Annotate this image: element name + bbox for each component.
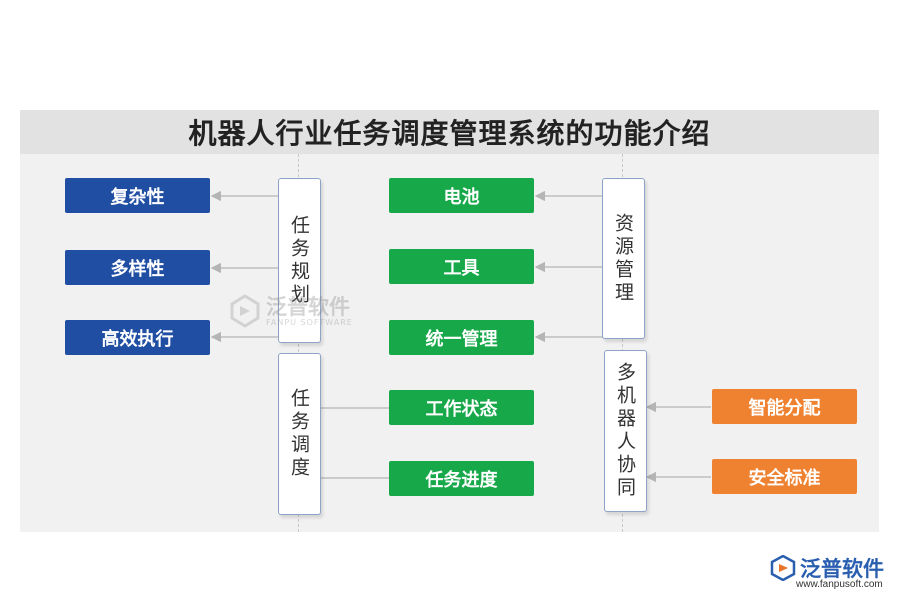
multi-robot-label: 多机器人协同 xyxy=(614,362,636,500)
diagram-title: 机器人行业任务调度管理系统的功能介绍 xyxy=(20,110,879,154)
guide-line-right xyxy=(622,154,623,532)
brand-name: 泛普软件 xyxy=(800,557,884,581)
node-resource-management: 资源管理 xyxy=(602,178,645,339)
node-task-progress: 任务进度 xyxy=(389,461,534,496)
resource-management-label: 资源管理 xyxy=(612,212,634,305)
watermark-cn: 泛普软件 xyxy=(266,294,350,319)
fanpu-brand-icon xyxy=(770,555,796,581)
watermark: 泛普软件 FANPU SOFTWARE xyxy=(228,294,353,328)
node-unified-management: 统一管理 xyxy=(389,320,534,355)
node-smart-allocation: 智能分配 xyxy=(712,389,857,424)
node-complexity: 复杂性 xyxy=(65,178,210,213)
guide-line-left xyxy=(298,154,299,532)
node-multi-robot-collaboration: 多机器人协同 xyxy=(604,350,647,512)
node-task-scheduling: 任务调度 xyxy=(278,353,321,515)
task-scheduling-label: 任务调度 xyxy=(288,388,310,480)
brand-logo: 泛普软件 xyxy=(770,553,884,583)
node-task-planning: 任务规划 xyxy=(278,178,321,343)
node-safety-standard: 安全标准 xyxy=(712,459,857,494)
fanpu-logo-icon xyxy=(230,294,260,328)
node-efficient-execution: 高效执行 xyxy=(65,320,210,355)
task-planning-label: 任务规划 xyxy=(288,214,310,307)
brand-url: www.fanpusoft.com xyxy=(796,579,883,590)
node-work-status: 工作状态 xyxy=(389,390,534,425)
node-battery: 电池 xyxy=(389,178,534,213)
node-tools: 工具 xyxy=(389,249,534,284)
watermark-en: FANPU SOFTWARE xyxy=(266,317,353,327)
node-diversity: 多样性 xyxy=(65,250,210,285)
